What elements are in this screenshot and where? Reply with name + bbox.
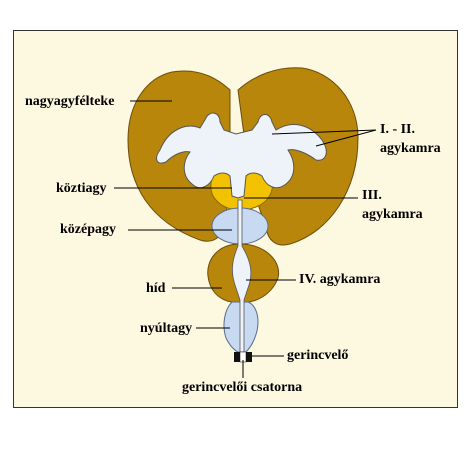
label-nyultagy: nyúltagy bbox=[140, 321, 193, 336]
leader-agykamra-b bbox=[315, 129, 377, 147]
spinal-cord-left bbox=[234, 352, 240, 362]
lateral-ventricles bbox=[156, 112, 327, 199]
label-agykamra-1-2-line1: I. - II. bbox=[380, 122, 416, 137]
spinal-cord-right bbox=[246, 352, 252, 362]
label-agykamra-3-line2: agykamra bbox=[362, 207, 423, 222]
label-koztiagy: köztiagy bbox=[56, 181, 107, 196]
label-agykamra-1-2-line2: agykamra bbox=[380, 141, 441, 156]
left-hemisphere bbox=[127, 70, 231, 242]
right-hemisphere bbox=[237, 67, 359, 246]
label-agykamra-3-line1: III. bbox=[362, 188, 382, 203]
label-gerincveloi-csatorna: gerincvelői csatorna bbox=[182, 380, 303, 395]
label-agykamra-4: IV. agykamra bbox=[299, 272, 381, 287]
leader-agykamra-a bbox=[271, 129, 377, 135]
label-kozepagy: középagy bbox=[60, 222, 116, 237]
label-gerincvelo: gerincvelő bbox=[287, 348, 349, 363]
leader-lines bbox=[114, 100, 377, 378]
label-hid: híd bbox=[146, 281, 166, 296]
label-nagyagyfelteke: nagyagyfélteke bbox=[25, 94, 115, 109]
